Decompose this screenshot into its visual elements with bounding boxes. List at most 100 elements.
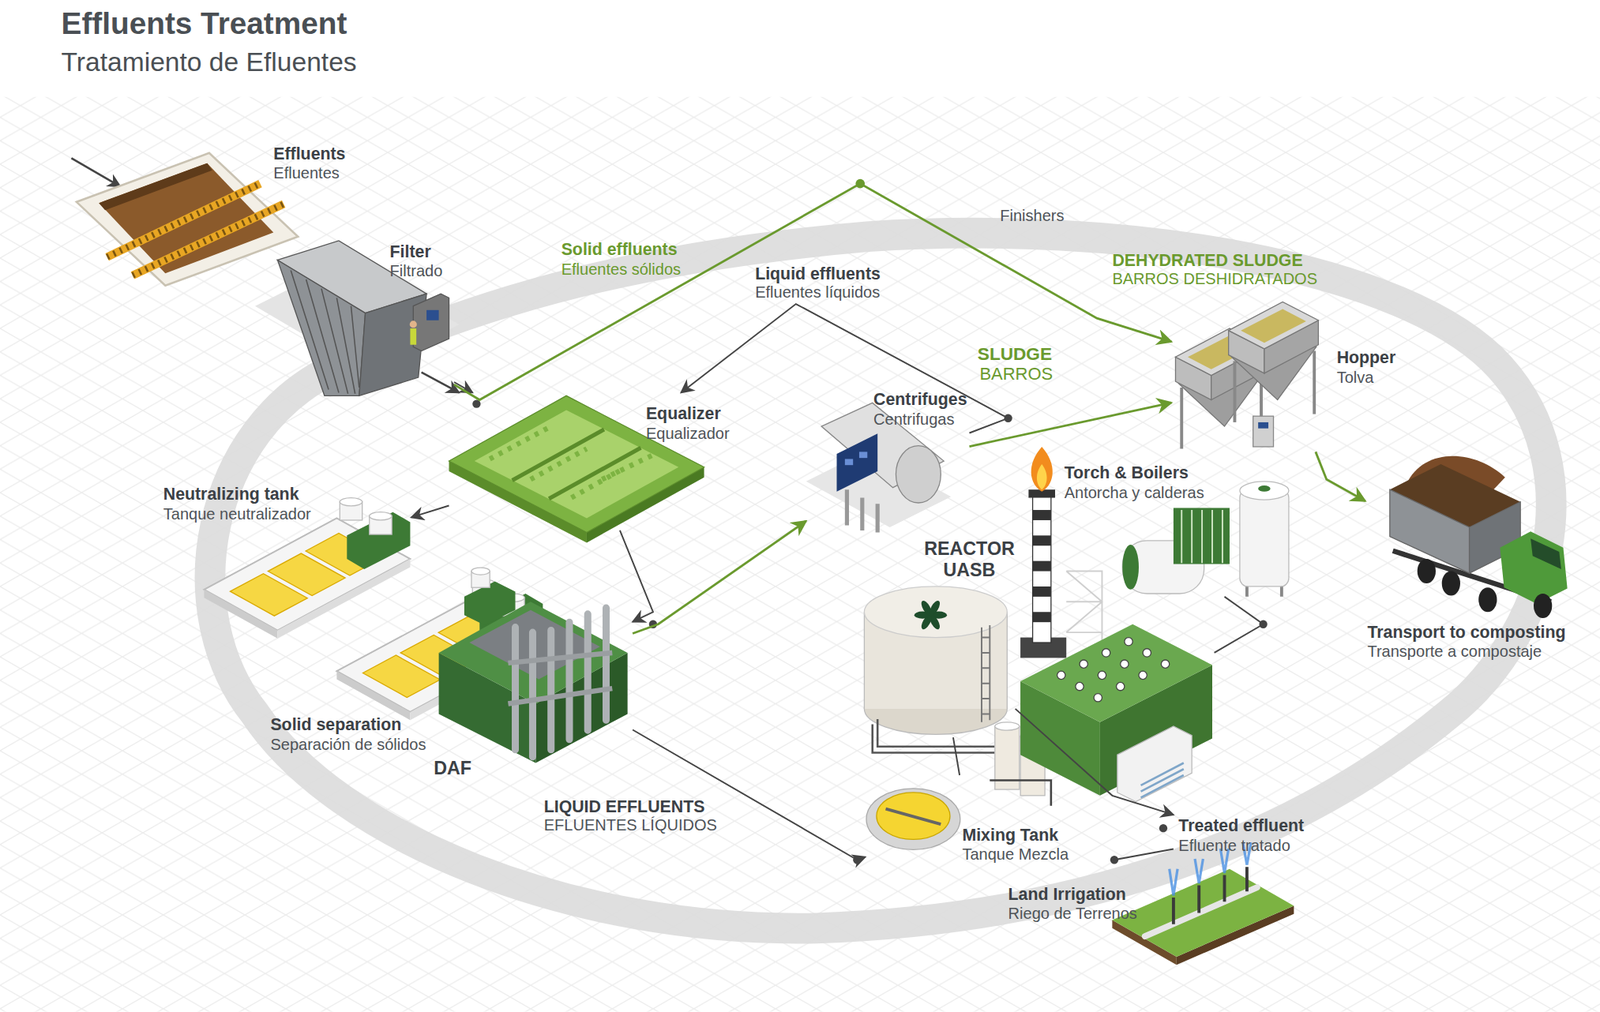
process-node: EqualizerEqualizador [449,392,736,530]
boiler-tanks [1214,597,1264,654]
dump-truck [1417,559,1436,584]
uasb-reactor [989,780,1052,806]
liquid-flow [1114,849,1174,863]
flow-label: LIQUID EFFLUENTS [544,796,706,817]
flare-torch [1032,510,1052,521]
flow-label: BARROS DESHIDRATADOS [1111,270,1318,289]
flow-label: DEHYDRATED SLUDGE [1111,251,1303,271]
uasb-reactor [914,599,947,631]
boiler-tanks [1239,481,1289,500]
uasb-reactor [981,625,990,723]
process-node: FilterFiltrado [234,240,455,399]
boiler-house [1101,649,1110,658]
boiler-tanks [1258,485,1271,493]
dump-truck [1533,593,1552,619]
node-label: EffluentsEfluentes [273,142,346,183]
node-label: Treated effluentEfluente tratado [1178,815,1304,855]
node-subtext: Transporte a compostaje [1367,642,1566,662]
process-node: REACTOR UASB [856,538,1015,738]
process-node: Solid separationSeparación de sólidos [267,571,488,754]
boiler-tanks [1239,489,1289,587]
boiler-tanks [1122,544,1139,590]
node-heading: Mixing Tank [961,824,1069,846]
node-heading: Solid separation [270,713,426,735]
node-heading: DAF [433,758,472,780]
liquid-flow [619,530,654,623]
process-node: DAF [428,561,633,782]
boiler-house [1116,682,1125,691]
equalizer-basin [512,429,642,500]
node-label: Neutralizing tankTanque neutralizador [163,483,312,523]
junction-dot [1258,620,1267,629]
effluent-pit [107,184,261,258]
node-label: EqualizerEqualizador [646,402,730,443]
flow-label: Finishers [999,206,1064,226]
flow-label: Efluentes líquidos [754,282,880,303]
boiler-house [1020,624,1213,723]
node-subtext: Centrifugas [873,409,967,429]
mixing-tank [876,792,951,840]
flare-torch [1031,446,1053,493]
dump-truck [1478,587,1497,613]
centrifuge [859,451,868,459]
flow-label: BARROS [979,364,1053,385]
liquid-flow [953,737,960,776]
node-label: HopperTolva [1337,346,1397,387]
uasb-reactor [863,586,1007,639]
process-node: CentrifugesCentrifugas [806,387,970,541]
boiler-house [1093,694,1102,703]
effluent-pit [76,153,298,286]
filter-machine [255,240,459,396]
junction-dot [1159,824,1168,833]
node-subtext: Tanque Mezcla [961,845,1069,865]
flare-torch [1032,586,1052,598]
irrigation-field [1173,867,1247,924]
boiler-tanks [1122,481,1289,654]
centrifuge [837,433,879,493]
flare-torch [1032,561,1052,572]
process-node: Mixing TankTanque Mezcla [865,775,1070,868]
uasb-reactor [1006,612,1008,710]
flare-torch [1032,612,1052,623]
flow-label: Tratamiento de Efluentes [61,46,357,79]
liquid-flow [632,729,866,861]
liquid-flow [411,505,450,518]
mixing-tank [886,809,942,825]
process-node: EffluentsEfluentes [73,140,380,284]
node-label: FilterFiltrado [390,240,444,281]
illustration [210,232,1552,929]
irrigation-field [1111,869,1294,958]
node-heading: Centrifuges [873,388,967,410]
boiler-house [1075,682,1084,691]
node-heading: Treated effluent [1178,815,1304,836]
boiler-house [1079,660,1088,669]
daf-unit [439,567,628,763]
node-heading: Torch & Boilers [1064,461,1205,483]
liquid-flow [680,304,1008,433]
node-heading: REACTOR UASB [923,538,1015,582]
effluent-pit [71,157,121,187]
node-label: Land IrrigationRiego de Terrenos [1008,883,1138,924]
hopper [1175,301,1319,449]
node-subtext: Antorcha y calderas [1064,482,1205,503]
node-label: REACTOR UASB [923,538,1015,582]
boiler-house [1138,671,1147,680]
uasb-reactor [863,612,865,710]
boiler-house [1020,624,1213,803]
flow-label: Efluentes sólidos [561,259,681,278]
node-heading: Hopper [1337,346,1397,368]
effluent-pit [71,153,298,286]
daf-unit [515,608,607,758]
node-subtext: Filtrado [390,261,444,282]
daf-unit [507,653,613,705]
dump-truck [1530,538,1562,570]
boiler-house [1057,638,1170,703]
node-label: Mixing TankTanque Mezcla [961,824,1069,864]
node-label: Solid separationSeparación de sólidos [270,713,426,754]
boiler-house [1141,762,1184,798]
effluent-pit [107,184,261,258]
node-subtext: Tolva [1337,367,1397,387]
boiler-house [1117,726,1192,803]
boiler-house [1057,671,1066,680]
node-subtext: Separación de sólidos [270,734,426,755]
